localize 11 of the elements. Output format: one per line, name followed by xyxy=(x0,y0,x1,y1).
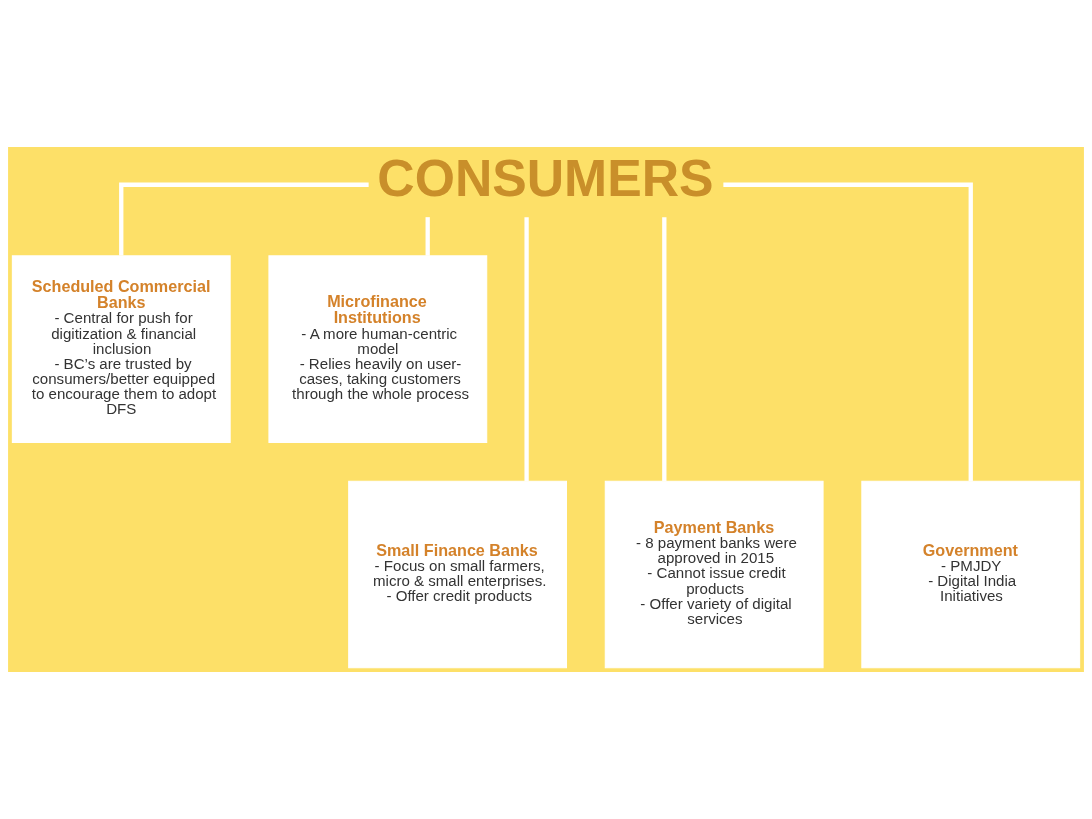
connector xyxy=(119,182,369,256)
connector xyxy=(425,217,430,256)
node-text: CONSUMERS xyxy=(377,148,714,207)
connector xyxy=(723,182,973,482)
node-box: Government - PMJDY - Digital India Initiatives xyxy=(861,480,1081,669)
node-box: Microfinance Institutions - A more human-centric model - Relies heavily on user-cases, taking customers through the whole process xyxy=(268,255,488,443)
node-box: Scheduled Commercial Banks - Central for push for digitization & financial inclusion - BC’s are trusted by consumers/better equipped to encourage them to adopt DFS xyxy=(11,255,231,443)
connector xyxy=(524,217,529,481)
node-box: Payment Banks - 8 payment banks were approved in 2015 - Cannot issue credit products - Offer variety of digital services xyxy=(604,480,824,669)
node-box: Small Finance Banks - Focus on small farmers, micro & small enterprises. - Offer credit products xyxy=(348,480,567,669)
connector xyxy=(662,217,667,481)
